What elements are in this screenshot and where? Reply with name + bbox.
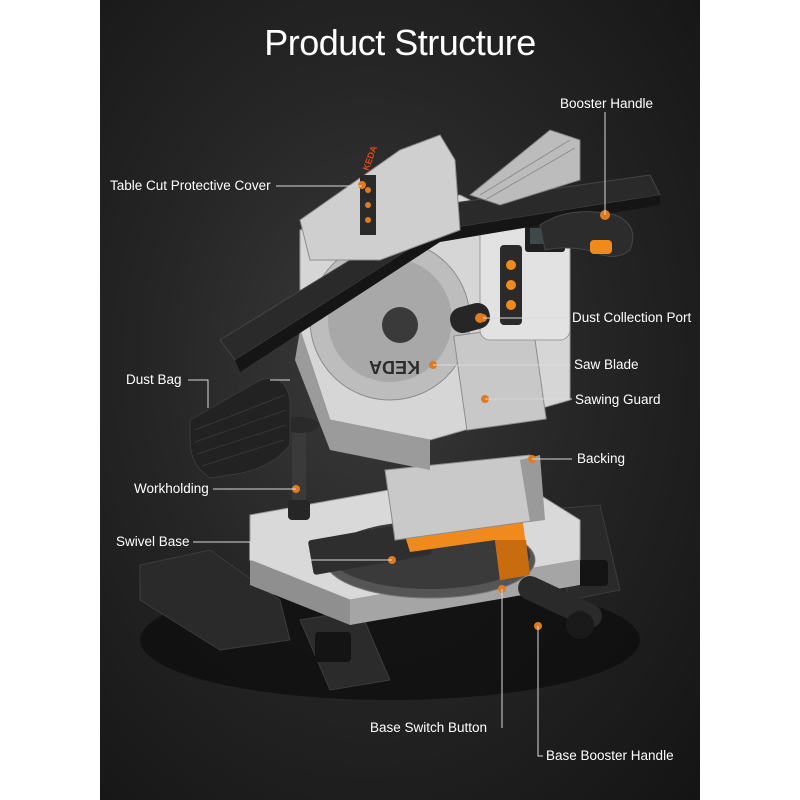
dust-bag-shape (189, 377, 291, 479)
page-title: Product Structure (264, 22, 536, 63)
blade-brand-text: KEDA (369, 357, 420, 377)
dark-photo-panel: KEDA (100, 0, 700, 800)
label-base-switch-button: Base Switch Button (370, 720, 488, 735)
label-dust-bag: Dust Bag (126, 372, 182, 387)
miter-saw-illustration: KEDA (139, 129, 661, 700)
booster-handle-shape (539, 210, 634, 257)
label-table-cut-protective-cover: Table Cut Protective Cover (110, 178, 271, 193)
label-swivel-base: Swivel Base (116, 534, 190, 549)
label-workholding: Workholding (134, 481, 209, 496)
label-dust-collection-port: Dust Collection Port (572, 310, 692, 325)
label-sawing-guard: Sawing Guard (575, 392, 661, 407)
label-backing: Backing (577, 451, 626, 466)
label-saw-blade: Saw Blade (574, 357, 639, 372)
label-booster-handle: Booster Handle (560, 96, 654, 111)
backing-fence (384, 454, 545, 541)
label-base-booster-handle: Base Booster Handle (546, 748, 674, 763)
rip-fence (468, 129, 581, 206)
base-booster-handle-shape (518, 576, 602, 639)
